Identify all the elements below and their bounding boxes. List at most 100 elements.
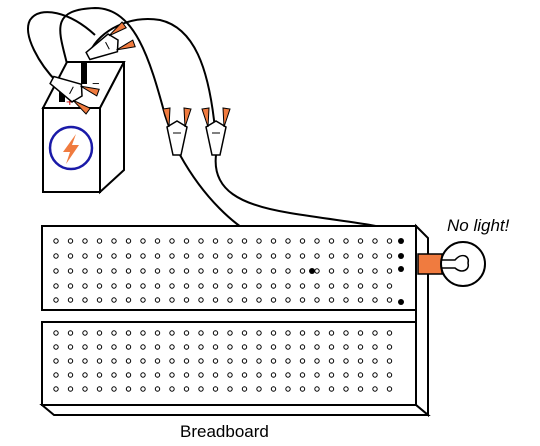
breadboard-hole bbox=[328, 372, 335, 378]
breadboard-hole bbox=[183, 283, 190, 289]
breadboard-hole bbox=[140, 372, 146, 378]
breadboard-hole bbox=[140, 253, 146, 259]
battery-negative-label: − bbox=[92, 76, 100, 91]
breadboard-hole bbox=[299, 283, 306, 289]
breadboard-hole bbox=[372, 283, 378, 289]
breadboard-hole bbox=[183, 253, 190, 259]
breadboard-hole bbox=[67, 268, 74, 274]
breadboard-hole bbox=[386, 297, 393, 303]
breadboard-hole bbox=[314, 372, 320, 378]
breadboard-hole bbox=[357, 386, 364, 392]
breadboard-hole bbox=[299, 238, 306, 244]
breadboard-hole bbox=[140, 238, 146, 244]
breadboard-hole bbox=[96, 372, 103, 378]
breadboard-hole bbox=[82, 268, 88, 274]
breadboard-hole bbox=[343, 297, 349, 303]
breadboard-hole bbox=[140, 330, 146, 336]
breadboard-hole bbox=[386, 386, 393, 392]
alligator-clip-positive-lead[interactable] bbox=[162, 107, 192, 156]
breadboard-hole bbox=[270, 372, 277, 378]
breadboard-hole bbox=[285, 386, 291, 392]
breadboard-hole bbox=[96, 283, 103, 289]
breadboard-hole bbox=[212, 238, 219, 244]
breadboard-hole bbox=[227, 297, 233, 303]
breadboard-hole bbox=[198, 283, 204, 289]
breadboard-hole bbox=[125, 268, 132, 274]
breadboard-hole bbox=[111, 386, 117, 392]
breadboard-hole bbox=[256, 283, 262, 289]
breadboard-hole bbox=[198, 253, 204, 259]
breadboard-hole bbox=[285, 283, 291, 289]
breadboard-hole bbox=[212, 297, 219, 303]
breadboard-hole bbox=[212, 283, 219, 289]
breadboard-hole bbox=[372, 268, 378, 274]
breadboard-hole bbox=[357, 344, 364, 350]
lamp-glass bbox=[440, 241, 486, 287]
breadboard-hole bbox=[198, 344, 204, 350]
breadboard-hole bbox=[285, 297, 291, 303]
wire-battery-positive bbox=[27, 11, 96, 83]
breadboard-hole bbox=[125, 238, 132, 244]
breadboard-hole bbox=[285, 372, 291, 378]
breadboard-hole bbox=[212, 372, 219, 378]
breadboard-hole bbox=[82, 253, 88, 259]
breadboard-hole bbox=[256, 268, 262, 274]
breadboard-hole bbox=[357, 297, 364, 303]
breadboard-hole bbox=[140, 268, 146, 274]
connection-dots bbox=[309, 238, 404, 305]
breadboard-hole bbox=[198, 372, 204, 378]
breadboard-hole bbox=[183, 238, 190, 244]
wire-endpoint-dot bbox=[398, 299, 404, 305]
breadboard-hole bbox=[285, 344, 291, 350]
breadboard-hole bbox=[299, 344, 306, 350]
breadboard-hole bbox=[154, 297, 161, 303]
breadboard-hole bbox=[169, 330, 175, 336]
breadboard-hole bbox=[96, 238, 103, 244]
alligator-clip-negative-lead[interactable] bbox=[201, 107, 231, 156]
breadboard-hole bbox=[227, 253, 233, 259]
breadboard-hole bbox=[140, 344, 146, 350]
breadboard-hole bbox=[53, 297, 59, 303]
breadboard-hole bbox=[343, 386, 349, 392]
breadboard-hole bbox=[111, 344, 117, 350]
breadboard-hole bbox=[53, 386, 59, 392]
breadboard-hole bbox=[53, 283, 59, 289]
breadboard-hole bbox=[314, 283, 320, 289]
breadboard-hole bbox=[154, 344, 161, 350]
breadboard-hole bbox=[227, 344, 233, 350]
breadboard-hole bbox=[343, 358, 349, 364]
breadboard-hole bbox=[270, 268, 277, 274]
breadboard-hole bbox=[125, 297, 132, 303]
breadboard-hole bbox=[241, 297, 248, 303]
breadboard-hole bbox=[154, 268, 161, 274]
alligator-clip-battery-negative[interactable] bbox=[81, 21, 136, 69]
breadboard-hole bbox=[125, 358, 132, 364]
breadboard-hole bbox=[154, 253, 161, 259]
breadboard-hole bbox=[241, 344, 248, 350]
breadboard-hole bbox=[357, 268, 364, 274]
breadboard-hole bbox=[314, 297, 320, 303]
breadboard-hole bbox=[256, 386, 262, 392]
breadboard-hole bbox=[82, 330, 88, 336]
alligator-clip-battery-positive[interactable] bbox=[45, 68, 100, 115]
breadboard-hole bbox=[270, 386, 277, 392]
breadboard-hole bbox=[241, 238, 248, 244]
breadboard-hole bbox=[212, 268, 219, 274]
breadboard-hole bbox=[256, 358, 262, 364]
breadboard-hole bbox=[198, 297, 204, 303]
wire-endpoint-dot bbox=[398, 253, 404, 259]
breadboard-hole bbox=[343, 238, 349, 244]
breadboard-hole bbox=[285, 268, 291, 274]
breadboard-hole bbox=[241, 283, 248, 289]
breadboard-hole bbox=[53, 238, 59, 244]
breadboard-hole bbox=[299, 330, 306, 336]
breadboard-hole bbox=[328, 297, 335, 303]
breadboard-hole bbox=[227, 372, 233, 378]
breadboard-hole bbox=[111, 253, 117, 259]
breadboard-hole bbox=[82, 297, 88, 303]
breadboard-hole bbox=[53, 358, 59, 364]
breadboard-hole bbox=[299, 297, 306, 303]
breadboard-hole bbox=[386, 268, 393, 274]
breadboard-hole bbox=[299, 386, 306, 392]
breadboard-hole bbox=[125, 372, 132, 378]
